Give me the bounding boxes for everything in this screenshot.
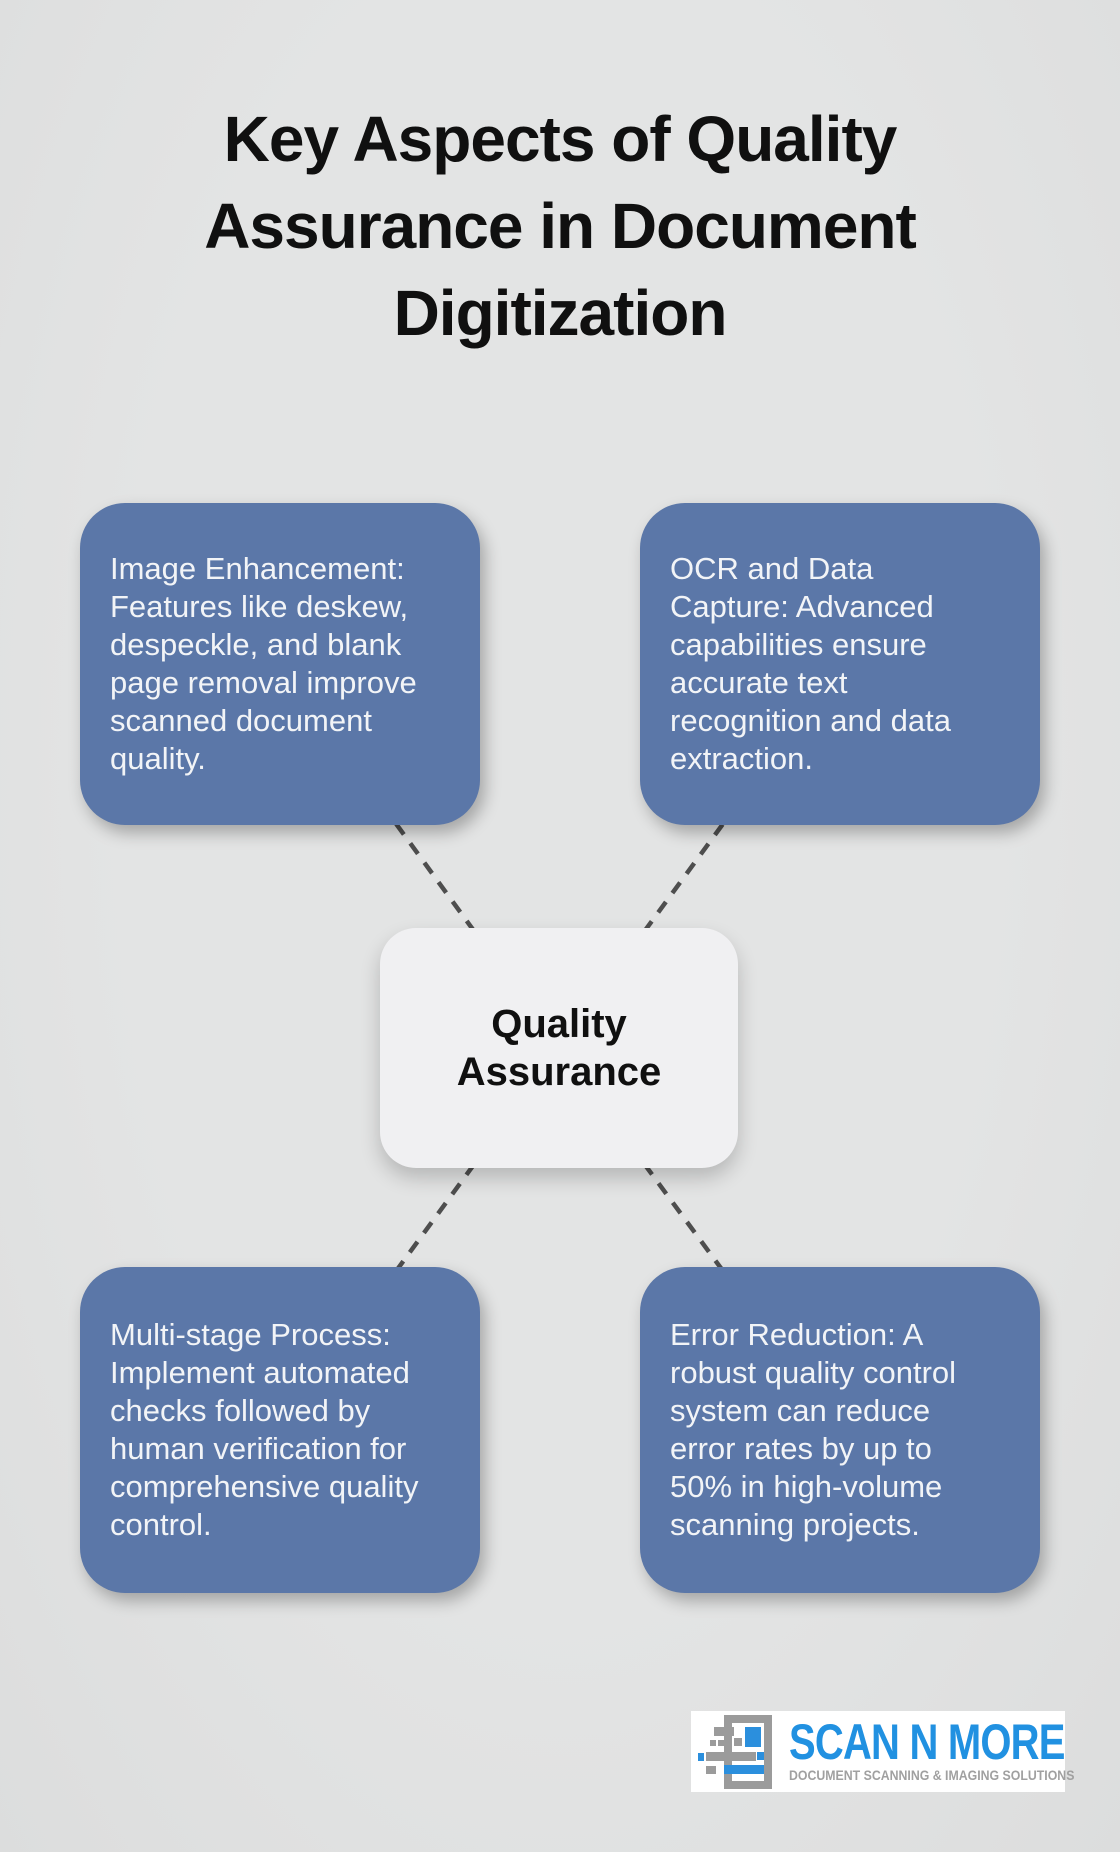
node-image-enhancement-text: Image Enhancement: Features like deskew,… [110,551,417,776]
pixel-document-icon [698,1714,772,1789]
center-node-label: Quality Assurance [456,1002,662,1094]
node-error-reduction-text: Error Reduction: A robust quality contro… [670,1317,957,1542]
node-error-reduction: Error Reduction: A robust quality contro… [640,1267,1040,1593]
node-multi-stage-process: Multi-stage Process: Implement automated… [80,1267,480,1593]
node-ocr-data-capture-text: OCR and Data Capture: Advanced capabilit… [670,551,951,776]
center-node-quality-assurance: Quality Assurance [380,928,738,1168]
logo-name: SCAN N MORE [789,1713,1065,1770]
node-image-enhancement: Image Enhancement: Features like deskew,… [80,503,480,825]
logo-tagline: DOCUMENT SCANNING & IMAGING SOLUTIONS [789,1766,1075,1783]
page-title: Key Aspects of Quality Assurance in Docu… [204,103,917,349]
node-multi-stage-process-text: Multi-stage Process: Implement automated… [110,1317,419,1542]
logo-text-block: SCAN N MORE DOCUMENT SCANNING & IMAGING … [789,1713,1120,1783]
node-ocr-data-capture: OCR and Data Capture: Advanced capabilit… [640,503,1040,825]
scan-n-more-logo: SCAN N MORE DOCUMENT SCANNING & IMAGING … [691,1711,1074,1792]
